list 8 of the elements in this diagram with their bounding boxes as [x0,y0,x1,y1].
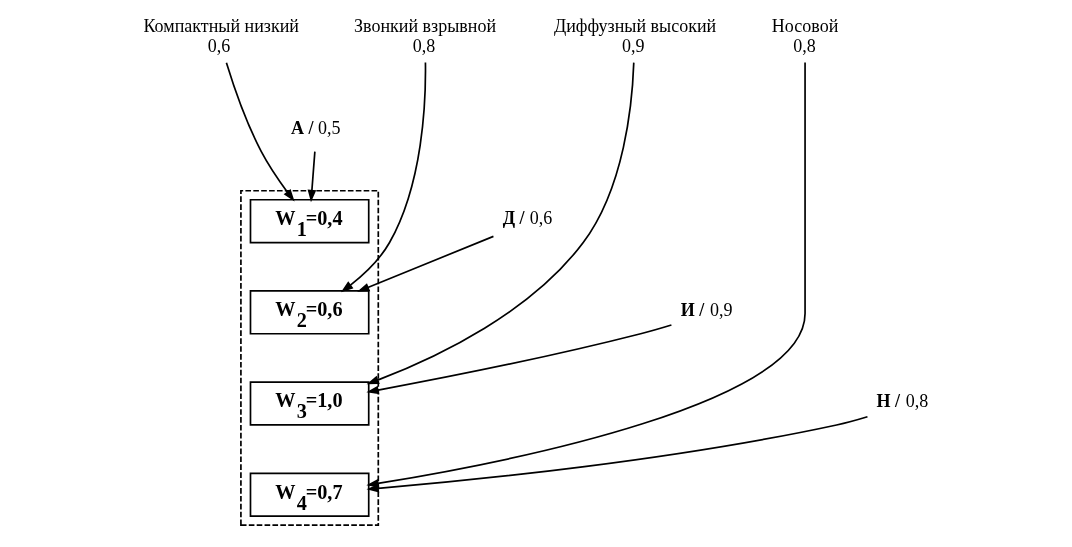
node-text: Носовой 0,8 [771,15,838,57]
node-text: А / 0,5 [290,118,341,139]
node-text: Н / 0,8 [876,390,928,411]
node-text: Звонкий взрывной 0,8 [353,15,496,57]
node-text: Д / 0,6 [502,208,552,229]
node-text: И / 0,9 [680,299,732,320]
node-text: Диффузный высокий 0,9 [553,15,716,57]
node-text: Компактный низкий 0,6 [143,15,299,57]
